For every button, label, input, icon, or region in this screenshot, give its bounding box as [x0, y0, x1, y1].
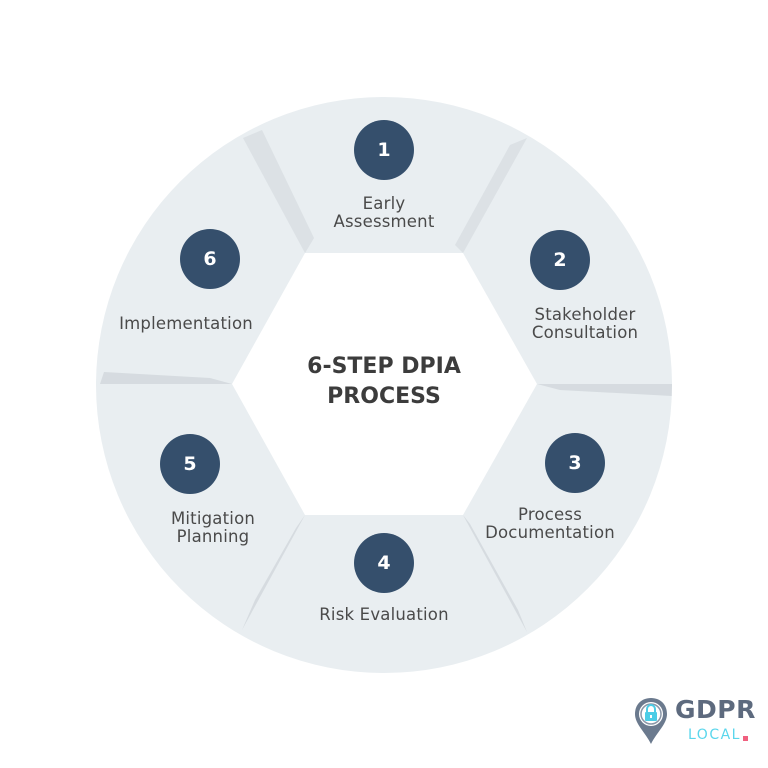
- gdpr-local-logo: GDPR LOCAL: [633, 695, 763, 746]
- step-3-label-line-1: Process: [518, 505, 582, 524]
- step-5-label-line-2: Planning: [176, 527, 250, 546]
- step-3-label: Process Documentation: [485, 506, 615, 542]
- step-6-label-line-1: Implementation: [119, 314, 253, 333]
- logo-local-text: LOCAL: [688, 727, 741, 743]
- step-6-number-badge: 6: [180, 229, 240, 289]
- title-line-1: 6-STEP DPIA: [307, 354, 461, 379]
- step-3-number-badge: 3: [545, 433, 605, 493]
- logo-gdpr-text: GDPR: [675, 695, 756, 724]
- step-4-label-line-1: Risk Evaluation: [319, 605, 449, 624]
- step-4-number-badge: 4: [354, 533, 414, 593]
- step-2-label-line-2: Consultation: [531, 323, 639, 342]
- step-5-label: Mitigation Planning: [171, 510, 255, 546]
- step-1-label: Early Assessment: [334, 195, 435, 231]
- step-2-label-line-1: Stakeholder: [534, 305, 636, 324]
- step-4-label: Risk Evaluation: [319, 606, 449, 624]
- step-5-number-badge: 5: [160, 434, 220, 494]
- step-1-label-line-2: Assessment: [333, 212, 435, 231]
- step-5-label-line-1: Mitigation: [170, 509, 256, 528]
- step-1-label-line-1: Early: [362, 194, 406, 213]
- step-3-label-line-2: Documentation: [485, 523, 615, 542]
- step-1-number-badge: 1: [354, 120, 414, 180]
- step-2-number-badge: 2: [530, 230, 590, 290]
- step-6-label: Implementation: [119, 315, 253, 333]
- location-pin-lock-icon: [635, 698, 667, 744]
- center-hexagon: [232, 253, 537, 515]
- logo-dot: [743, 736, 748, 741]
- step-2-label: Stakeholder Consultation: [532, 306, 638, 342]
- diagram-title: 6-STEP DPIA PROCESS: [284, 352, 484, 412]
- title-line-2: PROCESS: [327, 384, 441, 409]
